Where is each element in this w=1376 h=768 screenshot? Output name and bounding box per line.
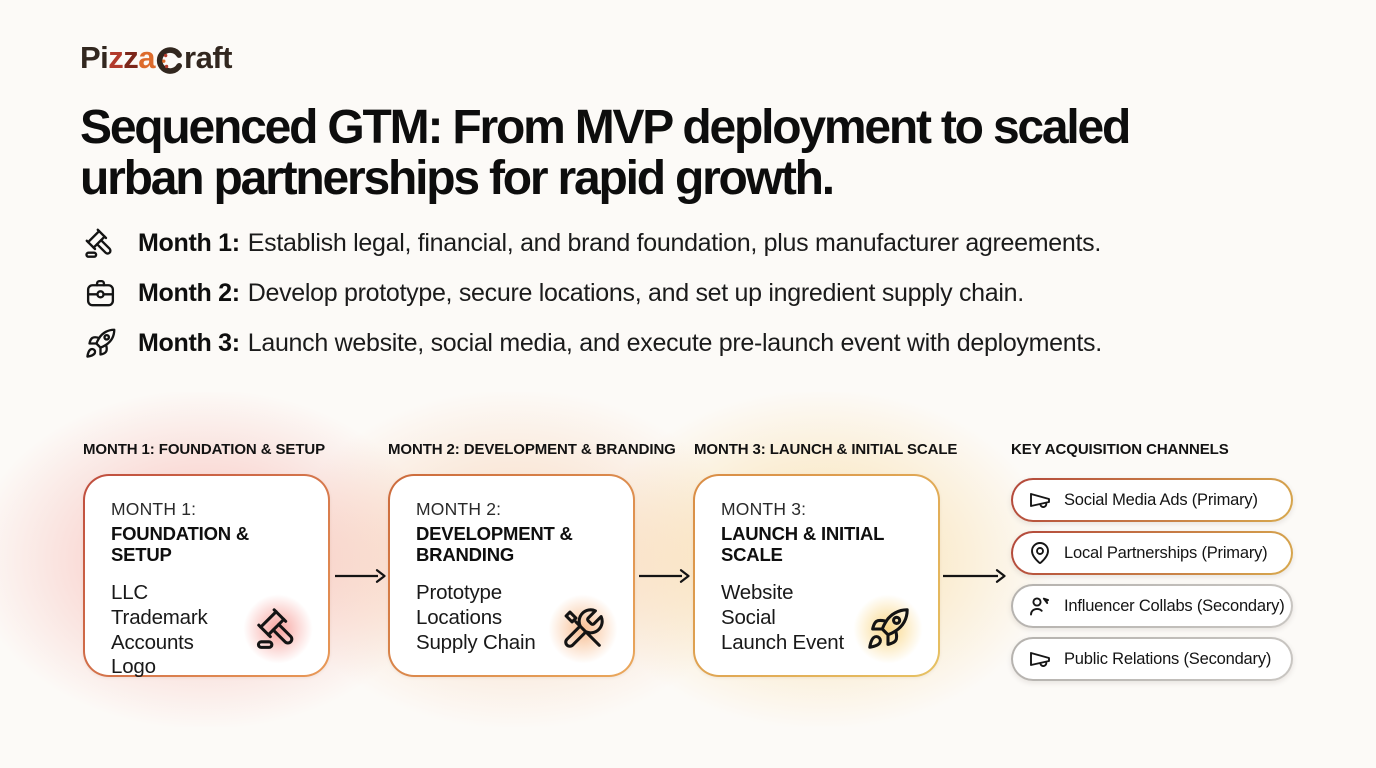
card-icon-area	[230, 581, 326, 677]
logo-text: Pi	[80, 40, 109, 75]
list-item: Launch Event	[721, 630, 844, 654]
card-title: MONTH 3:	[721, 499, 807, 519]
channel-public-relations: Public Relations (Secondary)	[1011, 637, 1293, 681]
megaphone-icon	[1028, 488, 1052, 512]
briefcase-icon	[84, 277, 117, 310]
bullet-body: Launch website, social media, and execut…	[247, 328, 1102, 357]
bullet-label: Month 1:	[138, 228, 240, 257]
channel-social-media-ads: Social Media Ads (Primary)	[1011, 478, 1293, 522]
list-item: Locations	[416, 605, 502, 629]
bullet-month-2: Month 2:Develop prototype, secure locati…	[84, 276, 1264, 310]
flow-arrow-3	[943, 569, 1006, 583]
channel-influencer-collabs: Influencer Collabs (Secondary)	[1011, 584, 1293, 628]
stage-1-column-label: MONTH 1: FOUNDATION & SETUP	[83, 441, 326, 458]
list-item: Prototype	[416, 580, 502, 604]
list-item: Accounts	[111, 630, 194, 654]
map-pin-icon	[1028, 541, 1052, 565]
icon-glow	[840, 581, 936, 677]
bullet-label: Month 3:	[138, 328, 240, 357]
logo-text: a	[138, 40, 156, 75]
bullet-body: Establish legal, financial, and brand fo…	[247, 228, 1102, 257]
user-referral-icon	[1028, 594, 1052, 618]
card-title: MONTH 2:	[416, 499, 502, 519]
stage-card-month-2: MONTH 2: DEVELOPMENT & BRANDING Prototyp…	[388, 474, 635, 677]
card-icon-area	[535, 581, 631, 677]
card-icon-area	[840, 581, 936, 677]
channel-label: Public Relations (Secondary)	[1064, 649, 1272, 668]
bullet-body: Develop prototype, secure locations, and…	[247, 278, 1024, 307]
bullet-month-1: Month 1:Establish legal, financial, and …	[84, 226, 1264, 260]
logo: Pi z z a raft	[80, 40, 232, 76]
logo-text: z	[108, 40, 124, 75]
summary-bullets: Month 1:Establish legal, financial, and …	[84, 226, 1264, 376]
flow-arrow-2	[639, 569, 690, 583]
channel-local-partnerships: Local Partnerships (Primary)	[1011, 531, 1293, 575]
list-item: Social	[721, 605, 776, 629]
card-subtitle: LAUNCH & INITIAL SCALE	[721, 523, 884, 566]
stage-card-month-1: MONTH 1: FOUNDATION & SETUP LLC Trademar…	[83, 474, 330, 680]
channel-label: Local Partnerships (Primary)	[1064, 543, 1268, 562]
stage-3-column-label: MONTH 3: LAUNCH & INITIAL SCALE	[694, 441, 958, 458]
bullet-text: Month 1:Establish legal, financial, and …	[138, 229, 1101, 258]
list-item: Website	[721, 580, 794, 604]
rocket-icon	[84, 327, 117, 360]
list-item: Logo	[111, 655, 156, 679]
logo-text: z	[123, 40, 139, 75]
pizza-c-icon	[156, 46, 183, 74]
list-item: Trademark	[111, 605, 208, 629]
stage-card-month-3: MONTH 3: LAUNCH & INITIAL SCALE Website …	[693, 474, 940, 677]
icon-glow	[230, 581, 326, 677]
channels-header: KEY ACQUISITION CHANNELS	[1011, 441, 1229, 458]
card-subtitle: FOUNDATION & SETUP	[111, 523, 250, 566]
card-item-list: Prototype Locations Supply Chain	[416, 581, 607, 655]
gavel-icon	[84, 227, 117, 260]
logo-text: raft	[184, 40, 232, 75]
channel-label: Social Media Ads (Primary)	[1064, 490, 1258, 509]
rocket-icon	[865, 606, 911, 652]
tools-icon	[560, 606, 606, 652]
channel-label: Influencer Collabs (Secondary)	[1064, 596, 1285, 615]
bullet-text: Month 2:Develop prototype, secure locati…	[138, 279, 1024, 308]
bullet-text: Month 3:Launch website, social media, an…	[138, 329, 1102, 358]
gavel-icon	[255, 606, 301, 652]
list-item: LLC	[111, 580, 149, 604]
list-item: Supply Chain	[416, 630, 536, 654]
card-subtitle: DEVELOPMENT & BRANDING	[416, 523, 573, 566]
card-item-list: Website Social Launch Event	[721, 581, 912, 655]
bullet-label: Month 2:	[138, 278, 240, 307]
card-item-list: LLC Trademark Accounts Logo	[111, 581, 302, 680]
stage-2-column-label: MONTH 2: DEVELOPMENT & BRANDING	[388, 441, 676, 458]
card-title: MONTH 1:	[111, 499, 197, 519]
bullet-month-3: Month 3:Launch website, social media, an…	[84, 326, 1264, 360]
flow-arrow-1	[335, 569, 386, 583]
page-title: Sequenced GTM: From MVP deployment to sc…	[80, 101, 1131, 206]
megaphone-icon	[1028, 647, 1052, 671]
